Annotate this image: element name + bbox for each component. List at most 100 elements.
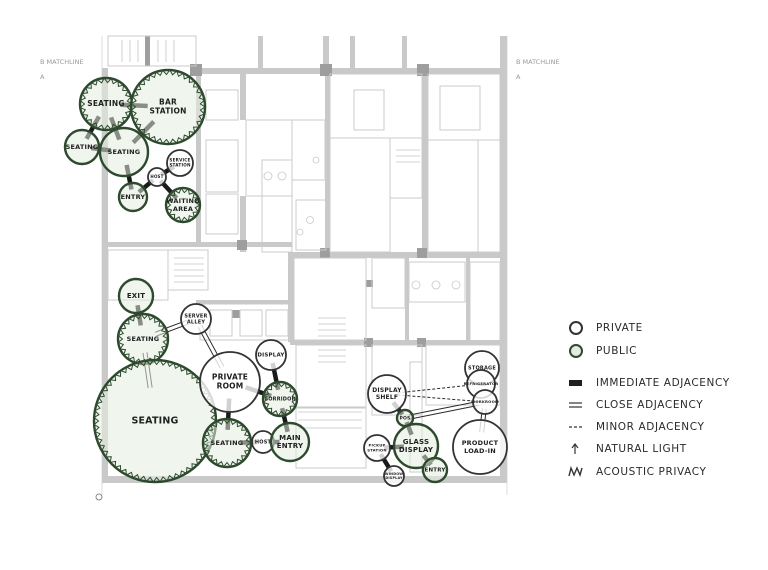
bubble-display-small-circle (255, 339, 287, 371)
bubble-exit: EXIT (117, 277, 155, 315)
legend-acoustic-label: ACOUSTIC PRIVACY (596, 466, 707, 478)
bubble-host-bottom-label: HOST (255, 440, 272, 446)
bubble-product-load-in-label: LOAD-IN (464, 447, 496, 455)
bubble-host: HOST (147, 167, 167, 187)
bubble-corridor-label: CORRIDOR (264, 397, 295, 403)
bubble-display-shelf-label: DISPLAY (372, 387, 402, 394)
bubble-entry-top-label: ENTRY (121, 193, 146, 201)
bubble-entry-top: ENTRY (117, 181, 149, 213)
bubble-entry-top-circle (117, 181, 149, 213)
bubble-refrigerator-label: REFRIGERATOR (464, 381, 499, 386)
matchline-right-title: B MATCHLINE (516, 58, 560, 66)
bubble-bar-station-label: BAR (159, 98, 177, 107)
bubble-host-circle (147, 167, 167, 187)
bubble-exit-circle (117, 277, 155, 315)
link-display-shelf-workroom (397, 394, 479, 402)
bubble-seating-top-label: SEATING (87, 99, 125, 108)
bubble-bar-station-acoustic (130, 69, 206, 145)
legend-light-label: NATURAL LIGHT (596, 443, 687, 455)
bubble-glass-display-label: DISPLAY (399, 446, 434, 454)
bubble-window-display-label: WINDOW (385, 472, 404, 476)
matchline-right-sub: A (516, 73, 521, 81)
bubble-exit-label: EXIT (127, 292, 145, 300)
bubble-private-room-label: ROOM (217, 382, 244, 391)
bubble-seating-left-circle (63, 128, 101, 166)
legend: PRIVATE PUBLIC IMMEDIATE ADJACENCY CLOSE… (568, 321, 730, 478)
north-marker (95, 493, 103, 501)
legend-public-swatch (569, 344, 583, 358)
bubble-display-small: DISPLAY (255, 339, 287, 371)
bubble-pickup-station-label: PICKUP (369, 443, 386, 448)
bubble-seating-left: SEATING (63, 128, 101, 166)
legend-acoustic-swatch (568, 465, 583, 478)
legend-immediate-label: IMMEDIATE ADJACENCY (596, 377, 730, 389)
bubble-seating-mid-circle (98, 126, 150, 178)
bubble-private-room-label: PRIVATE (212, 373, 248, 382)
bubble-seating-big: SEATING (92, 358, 218, 484)
bubble-pickup-station-label: STATION (367, 447, 386, 452)
bubble-host-label: HOST (150, 174, 163, 179)
bubble-seating-big-acoustic (93, 359, 217, 483)
bubble-bar-station-label: STATION (149, 107, 186, 116)
legend-private-label: PRIVATE (596, 322, 643, 334)
bubble-main-entry-label: ENTRY (277, 442, 304, 450)
legend-minor-label: MINOR ADJACENCY (596, 421, 704, 433)
bubble-seating-top-acoustic (79, 77, 133, 131)
bubble-pos-label: POS (400, 416, 411, 422)
bubble-entry-right: ENTRY (421, 456, 449, 484)
bubble-seating-bottom: SEATING (201, 417, 253, 469)
bubble-glass-display-label: GLASS (403, 438, 429, 446)
bubble-seating-bottom-label: SEATING (211, 439, 244, 447)
bubble-corridor-acoustic (262, 381, 299, 417)
legend-public-label: PUBLIC (596, 345, 637, 357)
legend-light-swatch (571, 443, 579, 454)
bubble-main-entry-label: MAIN (279, 434, 301, 442)
bubble-pickup-station-circle (363, 434, 391, 462)
matchline-left-title: B MATCHLINE (40, 58, 84, 66)
bubble-entry-right-label: ENTRY (424, 468, 446, 474)
bubble-service-station-label: STATION (169, 163, 191, 168)
bubble-server-alley-label: ALLEY (187, 320, 205, 326)
bubble-seating-mid: SEATING (98, 126, 150, 178)
legend-immediate-swatch (569, 380, 582, 386)
bubble-seating-mid-label: SEATING (108, 148, 141, 156)
bubble-waiting-area-label: WAITING (166, 197, 199, 205)
bubble-server-alley-circle (180, 303, 212, 335)
bubble-seating-big-label: SEATING (131, 416, 178, 427)
bubble-seating-lower: SEATING (116, 312, 170, 366)
bubble-service-station-label: SERVICE (169, 157, 190, 162)
bubble-seating-bottom-acoustic (202, 418, 252, 468)
bubble-seating-left-label: SEATING (66, 143, 99, 151)
bubble-product-load-in-label: PRODUCT (462, 439, 499, 447)
bubble-window-display-label: DISPLAY (385, 476, 403, 480)
bubble-seating-lower-label: SEATING (127, 335, 160, 343)
bubble-workroom-label: WORKROOM (471, 399, 499, 404)
legend-close-label: CLOSE ADJACENCY (596, 399, 703, 411)
bubble-service-station-circle (166, 149, 194, 177)
bubble-workroom-circle (472, 389, 498, 415)
bubble-product-load-in-circle (452, 419, 508, 475)
link-pos-workroom (408, 400, 480, 420)
legend-close-swatch (569, 402, 582, 408)
bubble-workroom: WORKROOM (471, 389, 499, 415)
bubble-display-shelf-label: SHELF (376, 394, 398, 401)
bubble-main-entry-circle (269, 421, 311, 463)
matchline-labels: B MATCHLINE A B MATCHLINE A (40, 58, 560, 81)
bubble-window-display-circle (383, 465, 405, 487)
bubble-waiting-area-label: AREA (173, 205, 193, 213)
matchline-left-sub: A (40, 73, 45, 81)
bubble-server-alley-label: SERVER (184, 314, 207, 320)
link-display-shelf-refrigerator (397, 384, 474, 394)
bubble-display-small-label: DISPLAY (257, 353, 285, 359)
